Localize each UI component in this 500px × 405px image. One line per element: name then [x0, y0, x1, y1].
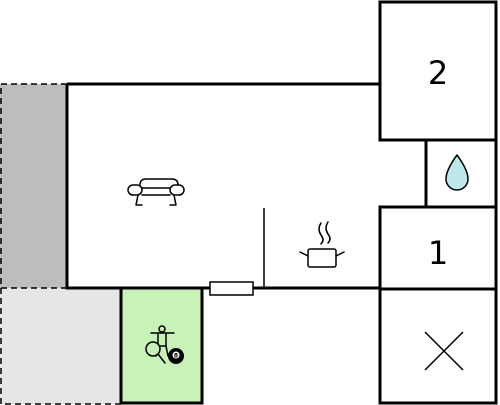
table-tennis-billiards-icon: 8 — [145, 325, 184, 364]
ping-pong-paddle-icon — [145, 341, 166, 364]
window — [209, 281, 254, 296]
games-room-walls — [119, 288, 204, 405]
room-number-1: 1 — [428, 234, 448, 272]
sofa-icon — [127, 178, 185, 206]
terrace-area-light — [0, 288, 121, 404]
cooking-pot-icon — [299, 221, 345, 268]
billiard-ball-icon: 8 — [168, 348, 184, 364]
storage-room — [378, 287, 498, 405]
water-drop-icon — [445, 154, 469, 191]
terrace-dashed-outline — [0, 83, 121, 405]
room-number-2: 2 — [428, 54, 448, 92]
billiard-ball-number: 8 — [174, 353, 178, 360]
main-room-walls — [65, 82, 380, 290]
cross-icon — [424, 331, 464, 371]
terrace-area-dark — [0, 84, 67, 288]
